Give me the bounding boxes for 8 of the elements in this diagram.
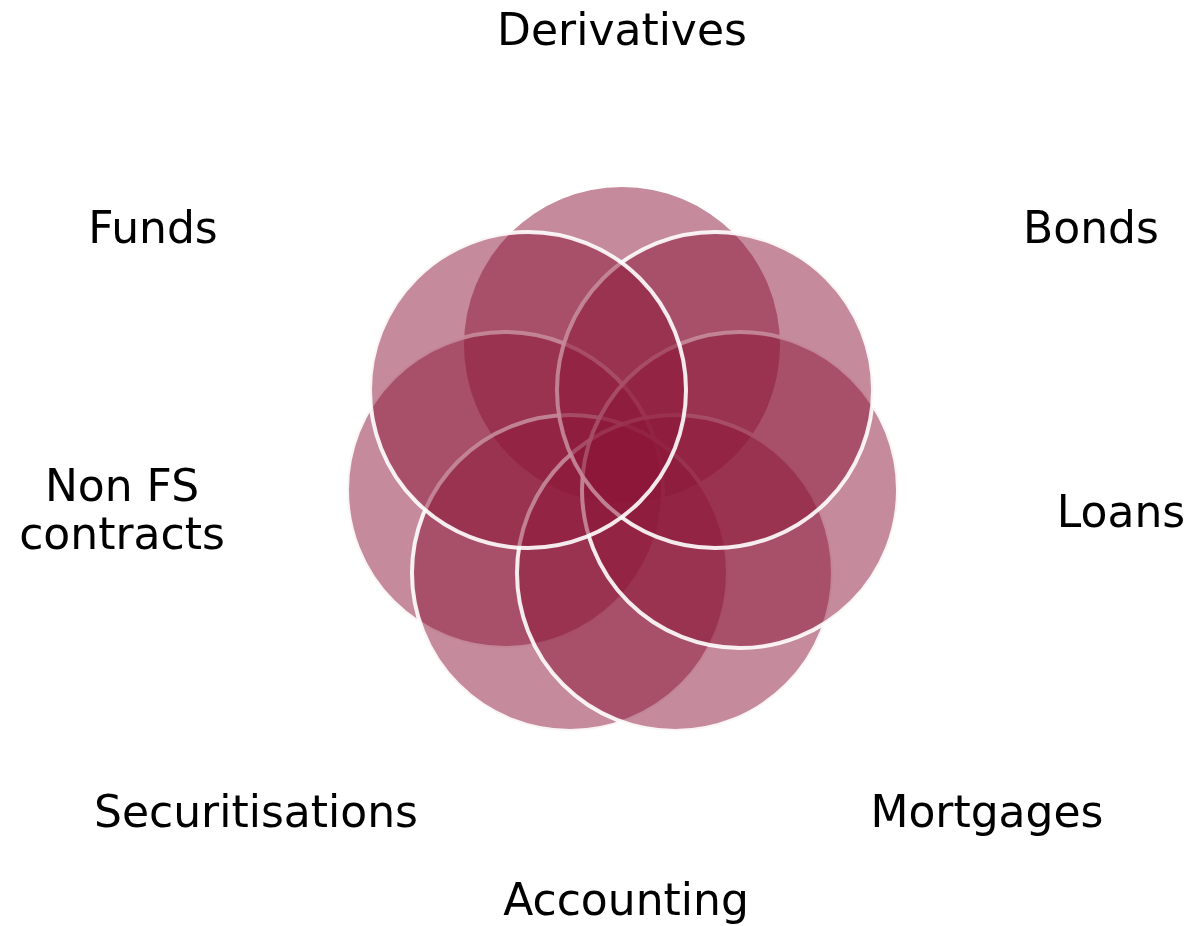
category-label: Loans: [1055, 488, 1187, 536]
category-label: Derivatives: [496, 6, 748, 54]
category-label: Funds: [87, 204, 219, 252]
category-label: Accounting: [502, 876, 750, 924]
category-label: Non FS contracts: [18, 462, 226, 558]
category-label: Securitisations: [93, 788, 419, 836]
category-label: Bonds: [1022, 204, 1160, 252]
category-label: Mortgages: [869, 788, 1105, 836]
